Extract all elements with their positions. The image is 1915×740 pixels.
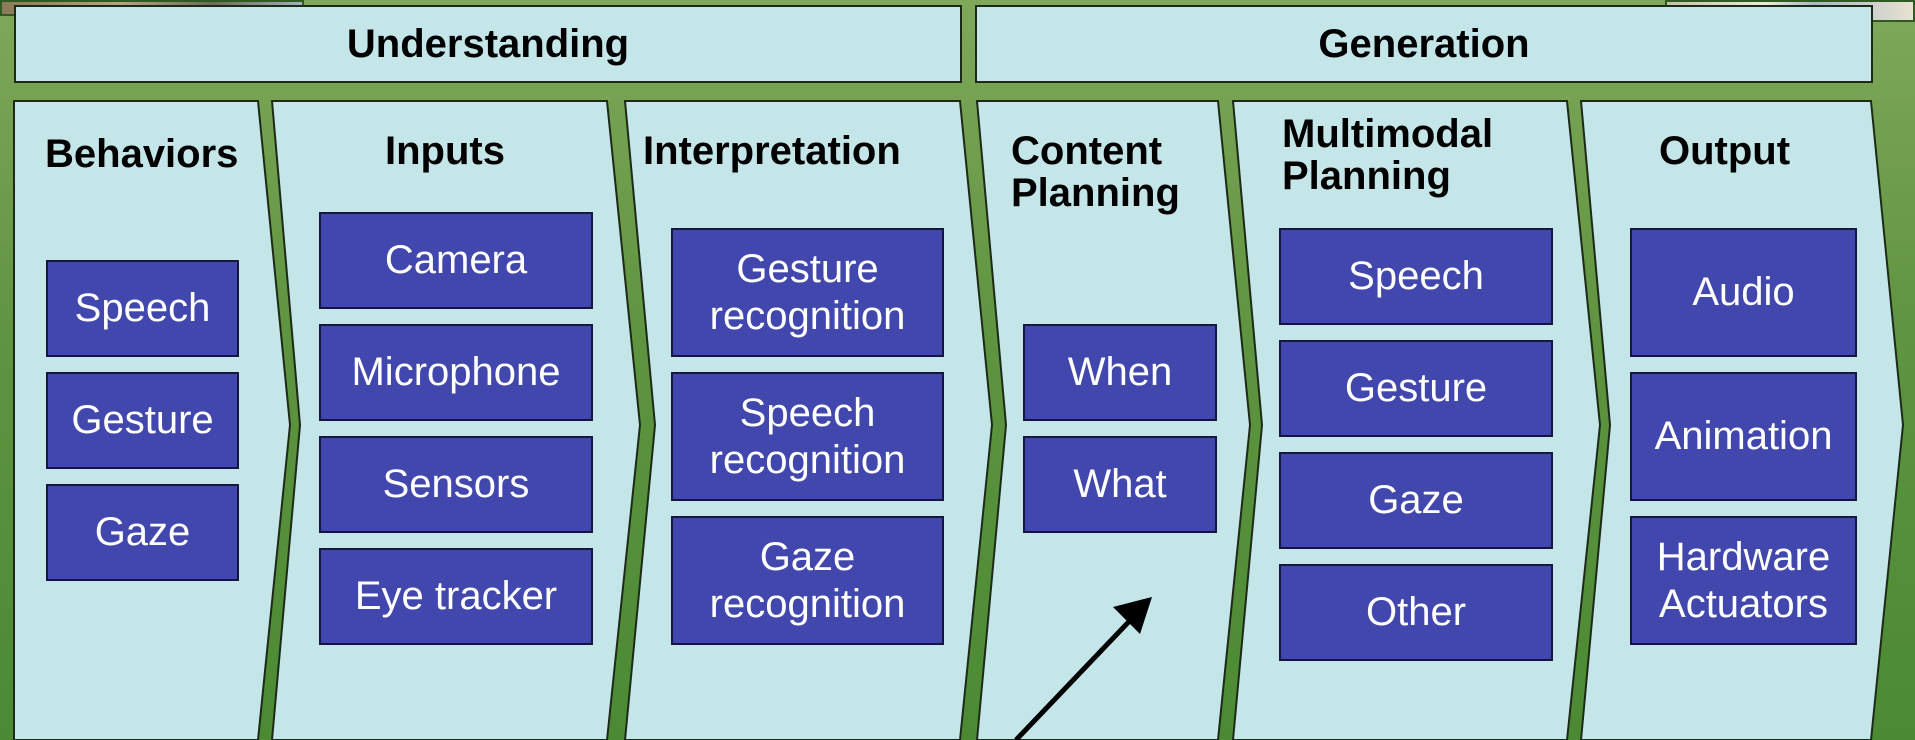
inputs-item-sensors: Sensors: [319, 436, 593, 533]
arrow-head: [1113, 597, 1152, 634]
inputs-item-eye-tracker: Eye tracker: [319, 548, 593, 645]
interpretation-item-gaze-recognition: Gaze recognition: [671, 516, 944, 645]
interpretation-item-speech-recognition: Speech recognition: [671, 372, 944, 501]
behaviors-item-gaze: Gaze: [46, 484, 239, 581]
output-item-animation: Animation: [1630, 372, 1857, 501]
inputs-item-microphone: Microphone: [319, 324, 593, 421]
interpretation-item-gesture-recognition: Gesture recognition: [671, 228, 944, 357]
arrow-line: [1014, 608, 1142, 740]
output-item-audio: Audio: [1630, 228, 1857, 357]
inputs-item-camera: Camera: [319, 212, 593, 309]
multimodal-planning-item-gaze: Gaze: [1279, 452, 1553, 549]
behaviors-item-gesture: Gesture: [46, 372, 239, 469]
stage-title-interpretation: Interpretation: [643, 129, 901, 173]
generation-header: Generation: [975, 5, 1873, 83]
multimodal-planning-item-speech: Speech: [1279, 228, 1553, 325]
understanding-header: Understanding: [14, 5, 962, 83]
output-item-hardware-actuators: Hardware Actuators: [1630, 516, 1857, 645]
content-planning-item-when: When: [1023, 324, 1217, 421]
stage-title-output: Output: [1659, 129, 1791, 173]
stage-title-inputs: Inputs: [385, 129, 505, 173]
multimodal-planning-item-other: Other: [1279, 564, 1553, 661]
content-planning-item-what: What: [1023, 436, 1217, 533]
multimodal-planning-item-gesture: Gesture: [1279, 340, 1553, 437]
behaviors-item-speech: Speech: [46, 260, 239, 357]
stage-title-behaviors: Behaviors: [45, 132, 239, 176]
stage-title-multimodal-planning: Multimodal Planning: [1282, 112, 1494, 198]
stage-title-content-planning: Content Planning: [1011, 129, 1180, 215]
